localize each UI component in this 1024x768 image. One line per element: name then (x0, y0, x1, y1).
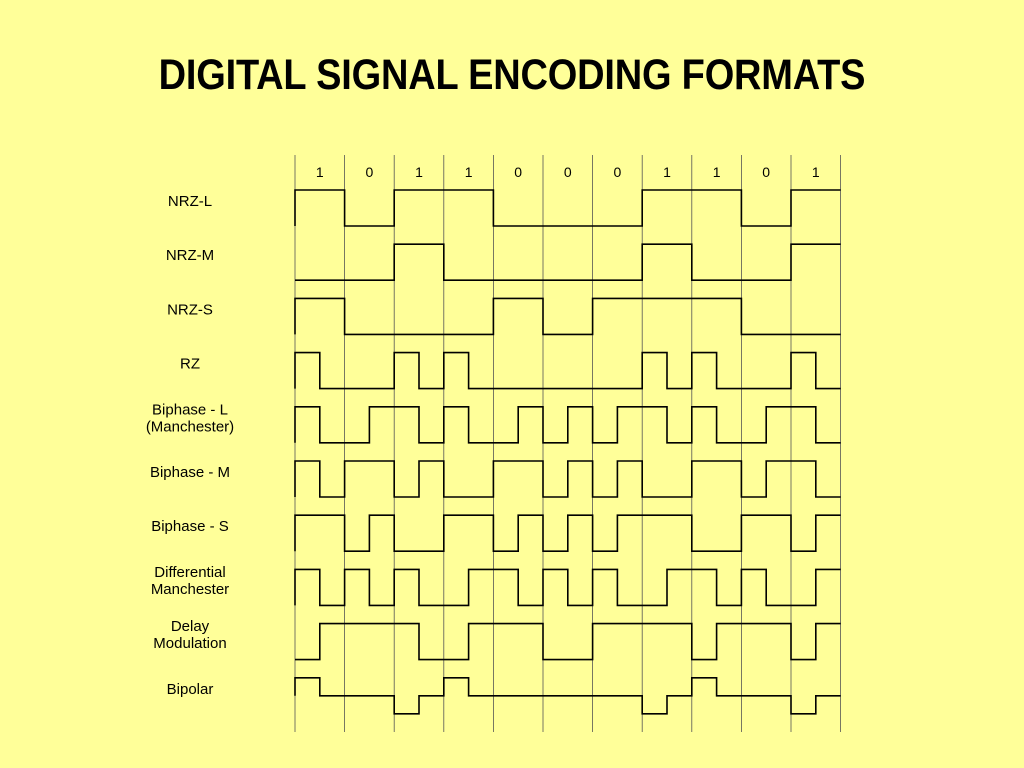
bit-value: 1 (663, 164, 671, 180)
waveform (295, 622, 841, 661)
encoding-row: Biphase - S (151, 514, 841, 552)
encoding-row: NRZ-S (167, 297, 841, 336)
page-title: DIGITAL SIGNAL ENCODING FORMATS (158, 52, 866, 100)
waveform (294, 677, 841, 715)
encoding-row: NRZ-L (168, 189, 841, 227)
row-label: RZ (180, 356, 200, 373)
bit-value: 1 (713, 164, 721, 180)
row-label: Biphase - S (151, 518, 229, 535)
encoding-row: Biphase - L(Manchester) (146, 401, 841, 444)
waveform (294, 406, 841, 444)
waveform (294, 297, 841, 336)
bit-value: 1 (415, 164, 423, 180)
bit-value: 0 (762, 164, 770, 180)
encoding-row: NRZ-M (166, 243, 841, 281)
waveform (294, 189, 841, 227)
bit-header: 1 0 1 1 0 0 0 1 1 0 1 (316, 164, 820, 180)
row-label: Biphase - M (150, 464, 230, 481)
encoding-row: RZ (180, 351, 841, 390)
bit-value: 1 (812, 164, 820, 180)
row-label: Bipolar (167, 681, 214, 698)
encoding-row: Bipolar (167, 677, 841, 715)
row-label: Manchester (151, 581, 229, 598)
row-label: Delay (171, 618, 210, 635)
bit-value: 0 (514, 164, 522, 180)
bit-value: 0 (614, 164, 622, 180)
waveform (295, 243, 841, 281)
encoding-row: Biphase - M (150, 460, 841, 498)
waveform (294, 351, 841, 390)
bit-value: 0 (366, 164, 374, 180)
row-label: NRZ-S (167, 301, 213, 318)
bit-value: 1 (465, 164, 473, 180)
bit-value: 0 (564, 164, 572, 180)
bit-value: 1 (316, 164, 324, 180)
row-label: NRZ-M (166, 247, 214, 264)
row-label: Differential (154, 564, 225, 581)
row-label: Modulation (153, 635, 226, 652)
row-label: Biphase - L (152, 401, 228, 418)
waveform (294, 568, 841, 607)
waveform (294, 514, 841, 552)
row-label: NRZ-L (168, 193, 212, 210)
waveform (294, 460, 841, 498)
row-label: (Manchester) (146, 418, 234, 435)
